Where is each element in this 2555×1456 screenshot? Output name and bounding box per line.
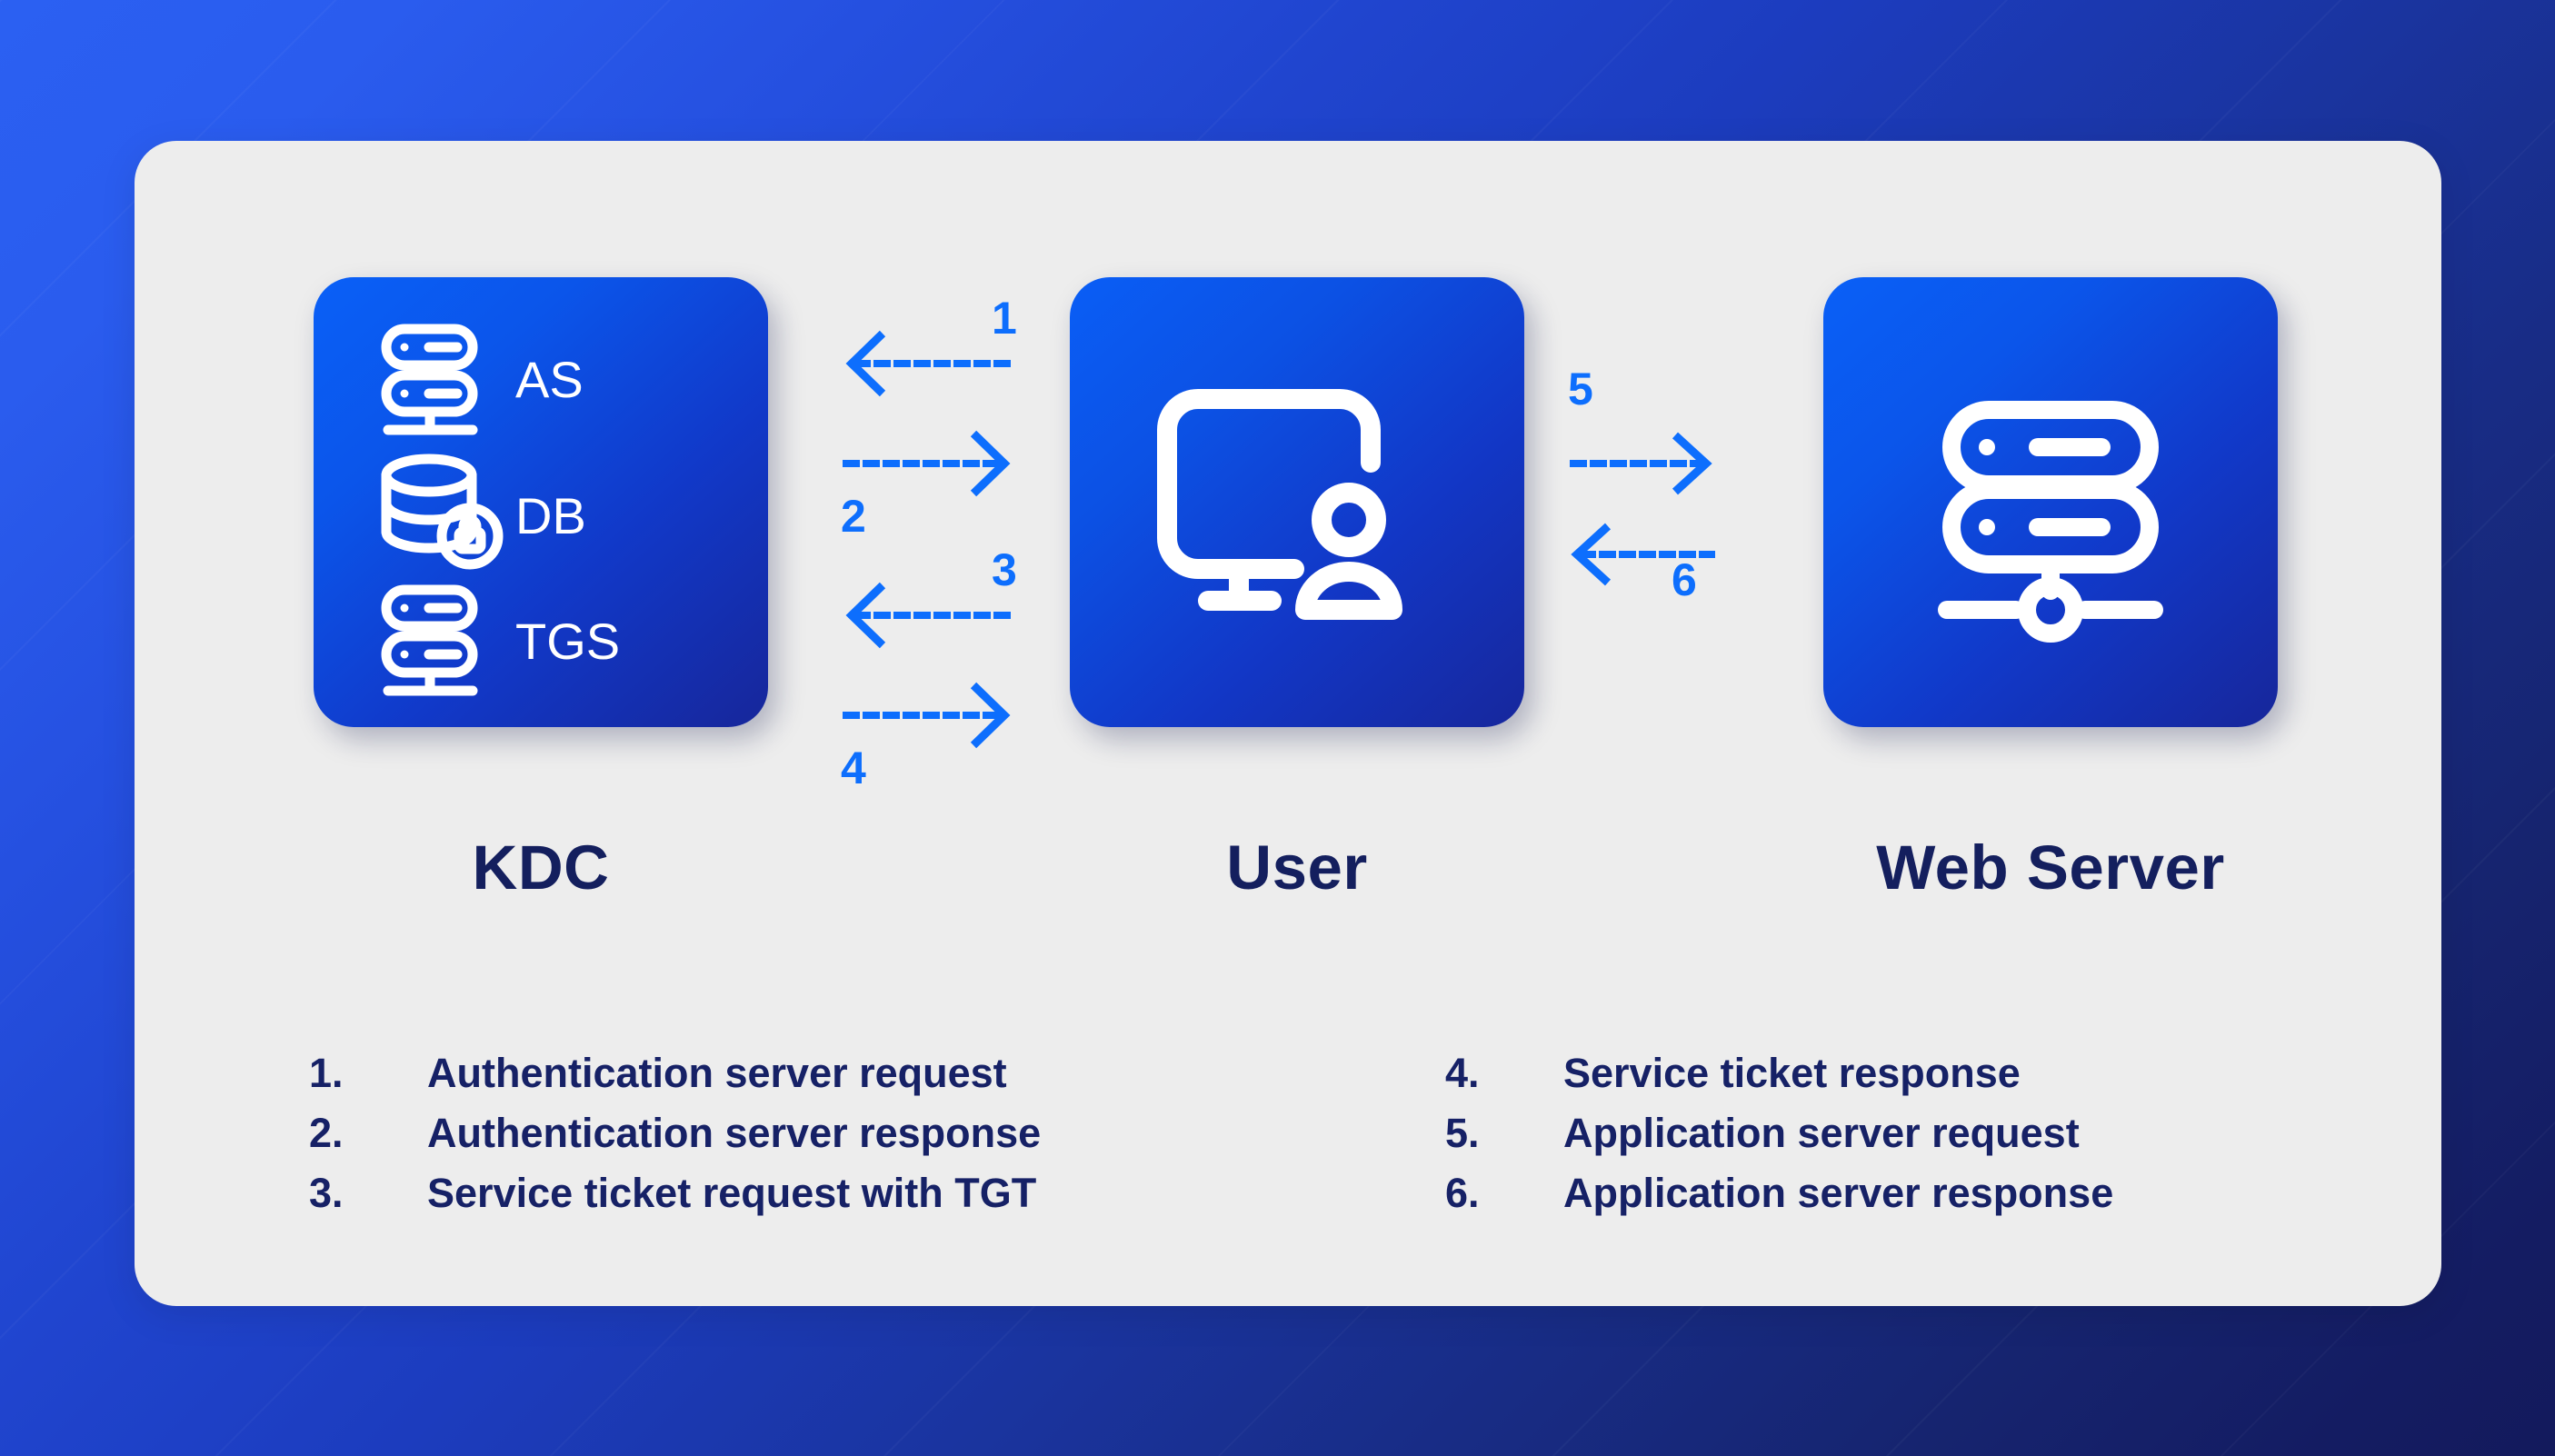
kdc-tile-icon: AS DB TGS — [381, 324, 620, 696]
arrow-5 — [1570, 432, 1712, 495]
legend-item: 3. Service ticket request with TGT — [309, 1170, 1041, 1230]
legend-label: Service ticket response — [1563, 1050, 2021, 1096]
arrow-6 — [1571, 523, 1715, 586]
arrow-group-user-web: 5 6 — [1555, 366, 1746, 641]
legend-label: Authentication server request — [427, 1050, 1007, 1096]
legend-number: 1. — [309, 1050, 344, 1096]
legend-number: 3. — [309, 1170, 344, 1216]
arrow-4 — [843, 682, 1011, 749]
legend-number: 5. — [1445, 1110, 1480, 1156]
kdc-component-label-as: AS — [515, 351, 584, 408]
legend-item: 4. Service ticket response — [1445, 1050, 2113, 1110]
legend-number: 2. — [309, 1110, 344, 1156]
arrow-group-kdc-user: 1 2 3 — [821, 293, 1048, 791]
arrow-number-5: 5 — [1568, 364, 1593, 414]
server-network-icon — [1938, 401, 2163, 643]
legend-item: 2. Authentication server response — [309, 1110, 1041, 1170]
legend-label: Service ticket request with TGT — [427, 1170, 1037, 1216]
kdc-tile[interactable]: AS DB TGS — [314, 277, 768, 727]
legend-item: 5. Application server request — [1445, 1110, 2113, 1170]
arrow-number-6: 6 — [1672, 554, 1697, 605]
legend-right-column: 4. Service ticket response 5. Applicatio… — [1445, 1050, 2113, 1230]
legend-item: 6. Application server response — [1445, 1170, 2113, 1230]
node-label-kdc: KDC — [472, 833, 610, 903]
arrow-number-3: 3 — [992, 544, 1017, 595]
kdc-component-label-db: DB — [515, 487, 586, 544]
arrow-number-4: 4 — [841, 743, 866, 793]
legend-label: Application server response — [1563, 1170, 2114, 1216]
web-server-tile[interactable] — [1823, 277, 2278, 727]
legend-label: Application server request — [1563, 1110, 2080, 1156]
user-tile[interactable] — [1070, 277, 1524, 727]
diagram-card: AS DB TGS KDC — [135, 141, 2441, 1306]
monitor-person-icon — [1157, 389, 1402, 620]
kdc-component-label-tgs: TGS — [515, 613, 620, 670]
node-label-user: User — [1226, 833, 1368, 903]
node-label-web-server: Web Server — [1876, 833, 2225, 903]
arrow-number-2: 2 — [841, 491, 866, 542]
arrow-3 — [845, 582, 1011, 649]
legend-left-column: 1. Authentication server request 2. Auth… — [309, 1050, 1041, 1230]
legend-number: 4. — [1445, 1050, 1480, 1096]
legend-item: 1. Authentication server request — [309, 1050, 1041, 1110]
legend-label: Authentication server response — [427, 1110, 1042, 1156]
arrow-1 — [845, 330, 1011, 397]
arrow-2 — [843, 430, 1011, 497]
arrow-number-1: 1 — [992, 293, 1017, 344]
legend-number: 6. — [1445, 1170, 1480, 1216]
